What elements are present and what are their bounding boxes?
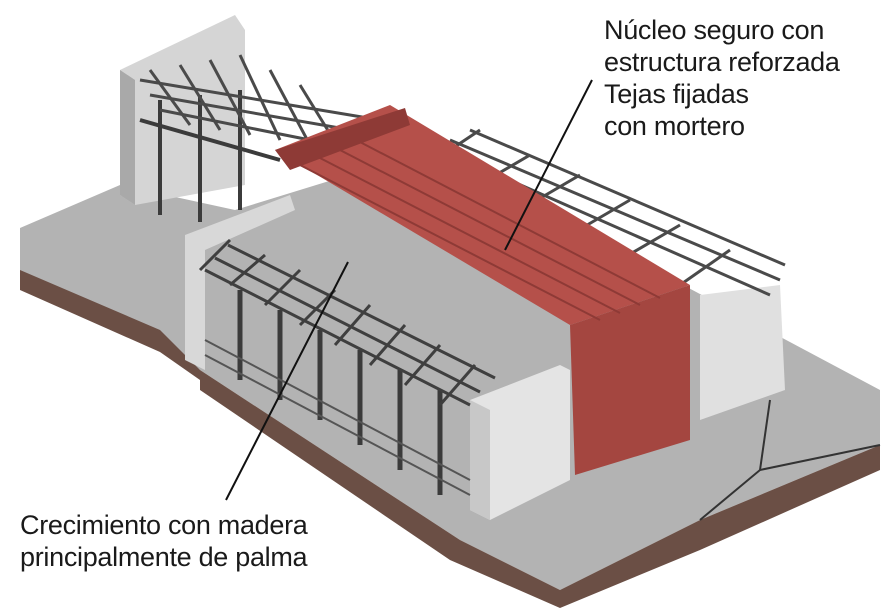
growth-annotation: Crecimiento con madera principalmente de…: [20, 509, 308, 573]
front-left-back-wall: [185, 195, 295, 370]
back-right-wall: [700, 285, 785, 420]
growth-annotation-line: Crecimiento con madera: [20, 510, 308, 540]
ground-top: [20, 150, 880, 590]
back-left-wall-face: [120, 70, 135, 205]
core-annotation-line: Tejas fijadas: [604, 79, 749, 109]
core-end-wall: [275, 108, 410, 170]
red-safe-core: [275, 105, 690, 475]
core-tile-lines: [299, 141, 661, 321]
ground-slab: [20, 150, 881, 608]
front-left-end-wall-face: [470, 400, 490, 520]
core-annotation: Núcleo seguro con estructura reforzada T…: [604, 14, 840, 142]
core-annotation-line: Núcleo seguro con: [604, 15, 825, 45]
leader-line-growth: [225, 261, 349, 501]
core-side: [570, 285, 690, 475]
leader-line-core: [504, 79, 593, 251]
front-left-braces: [204, 339, 471, 496]
ground-side-left: [20, 228, 200, 380]
ground-crack: [699, 399, 881, 521]
core-annotation-line: estructura reforzada: [604, 47, 840, 77]
core-top: [275, 105, 690, 325]
front-left-rafters: [198, 238, 496, 407]
front-left-columns: [237, 290, 443, 495]
core-annotation-line: con mortero: [604, 111, 745, 141]
front-left-module: [185, 195, 570, 520]
front-left-end-wall: [470, 365, 570, 520]
growth-annotation-line: principalmente de palma: [20, 542, 308, 572]
back-left-wall: [120, 15, 245, 205]
